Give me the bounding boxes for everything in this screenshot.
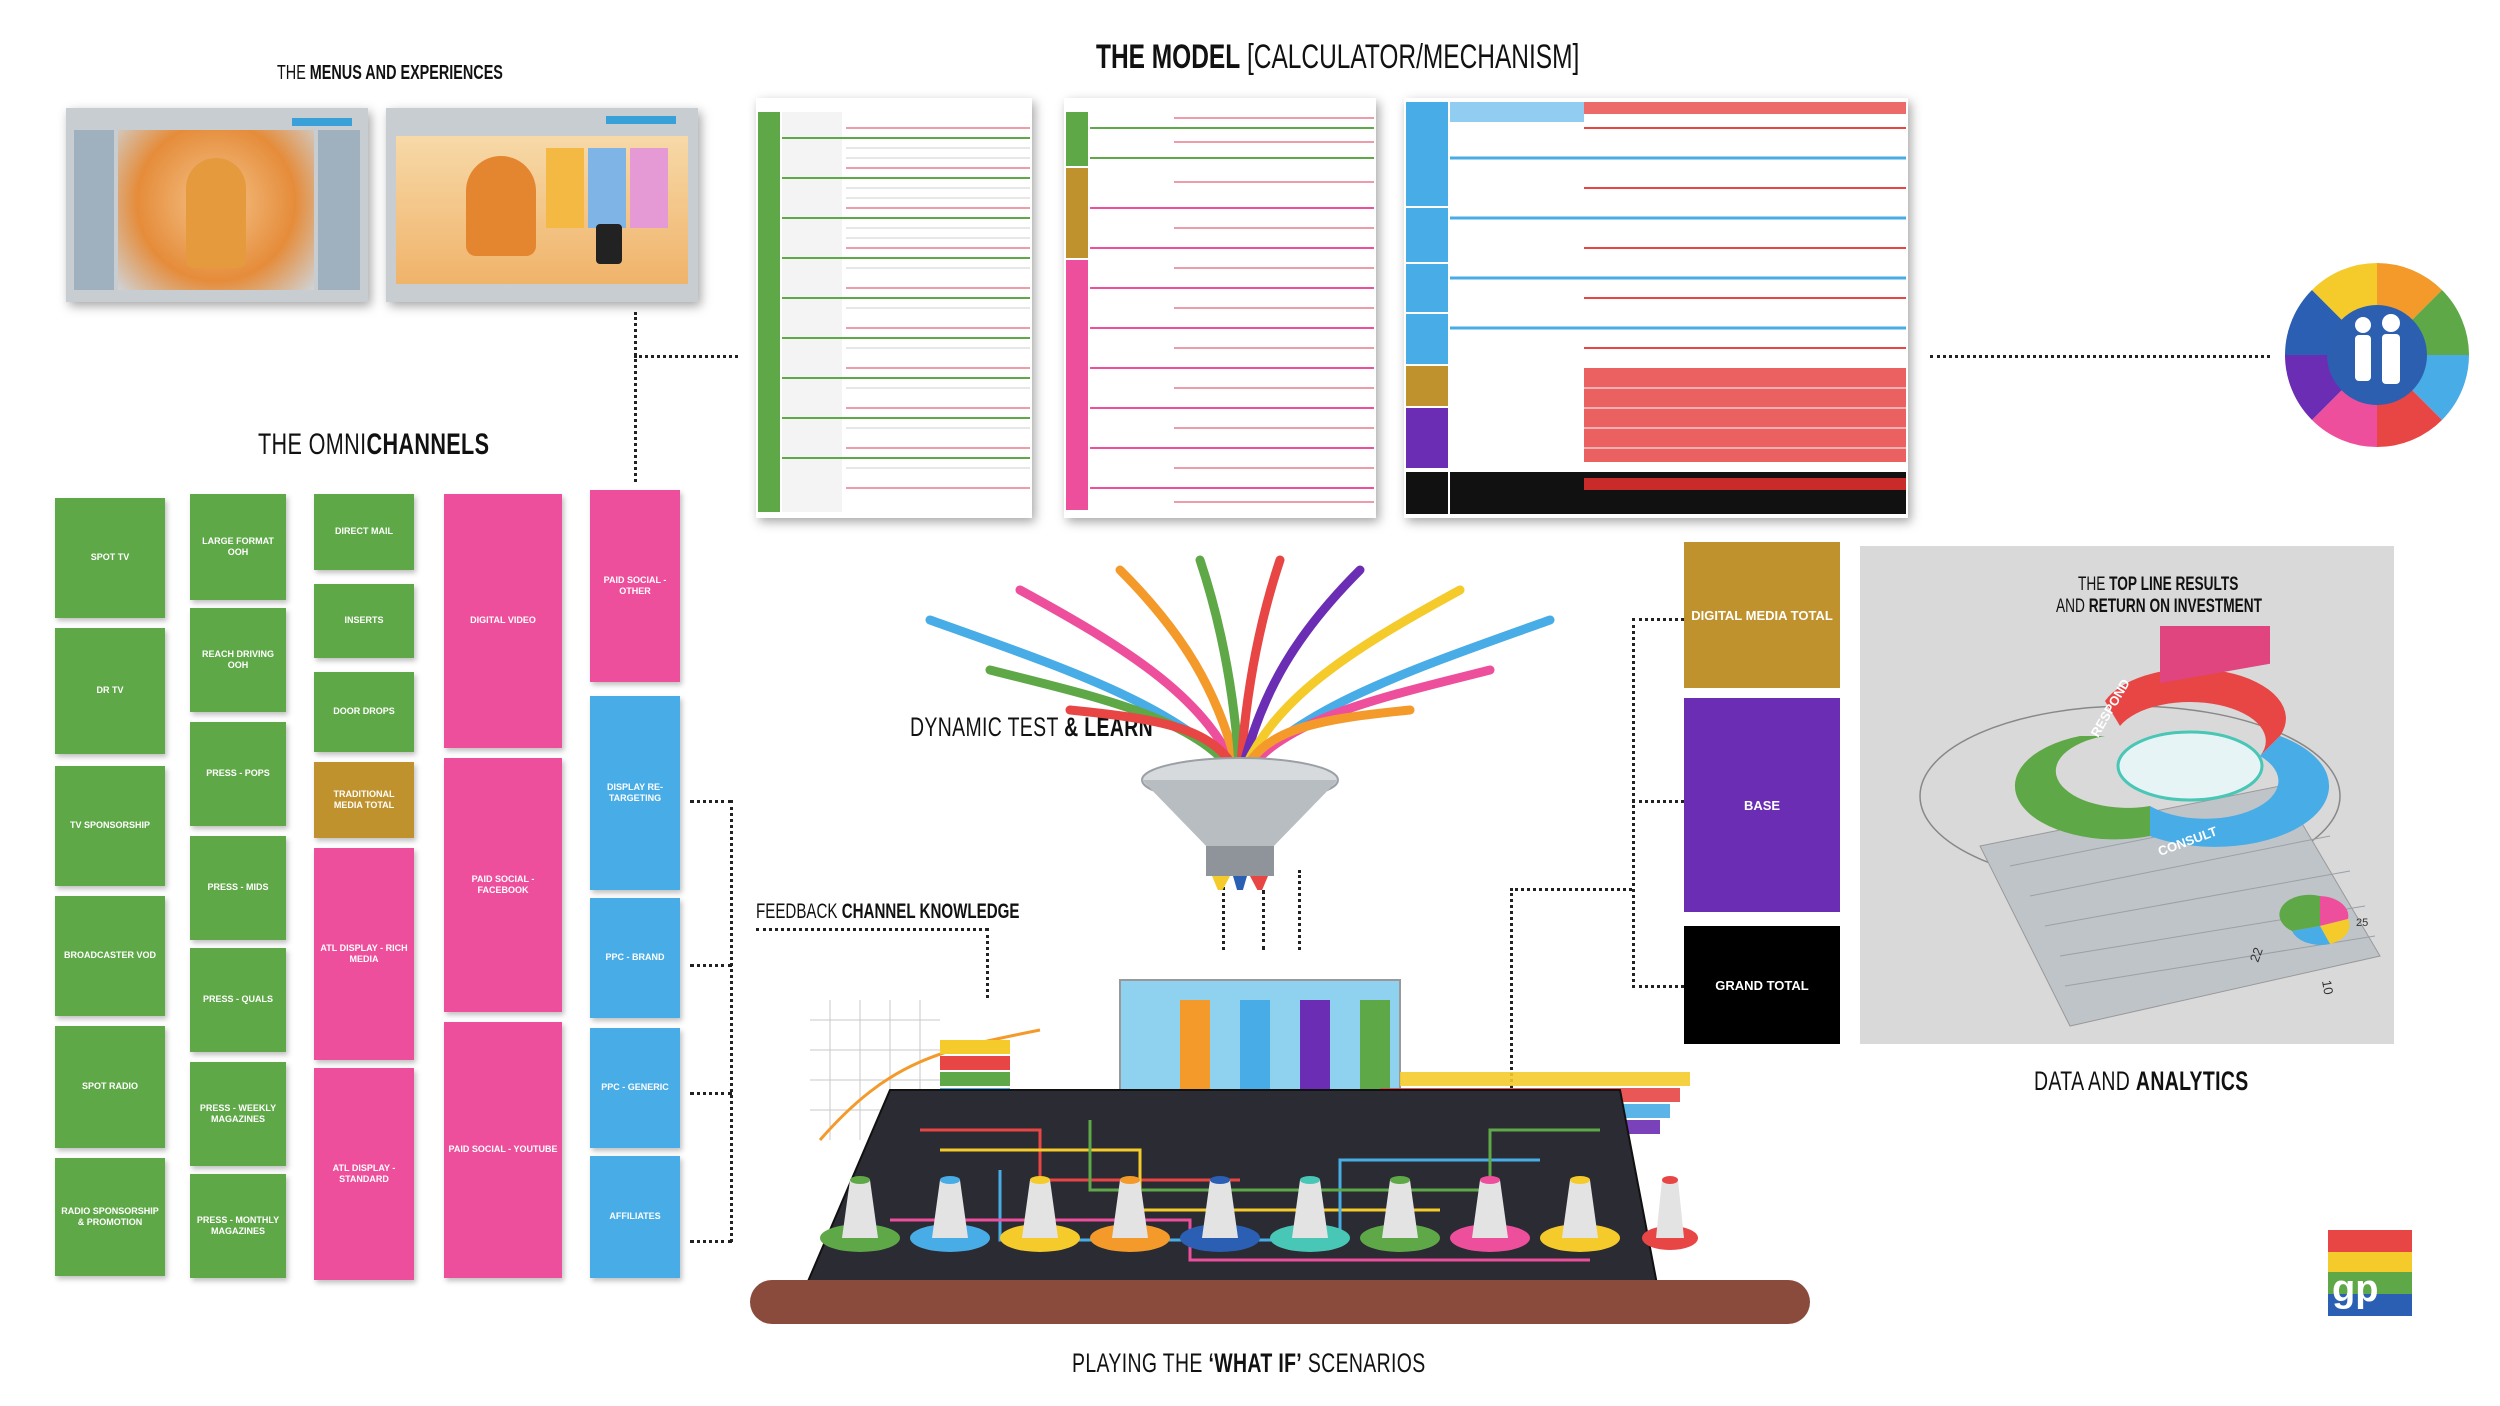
model-sheet-1 <box>756 98 1032 518</box>
result-grand-total[interactable]: GRAND TOTAL <box>1684 926 1840 1044</box>
channel-tile[interactable]: BROADCASTER VOD <box>55 896 165 1016</box>
channel-tile[interactable]: PRESS - MONTHLY MAGAZINES <box>190 1174 286 1278</box>
model-sheet-2 <box>1064 98 1376 518</box>
knob-row <box>800 1166 1700 1276</box>
menus-heading: THE MENUS AND EXPERIENCES <box>277 62 503 84</box>
analytics-graphic: RESPOND CONSULT 22 10 25 <box>1919 626 2381 1027</box>
channel-tile[interactable]: PRESS - QUALS <box>190 948 286 1052</box>
channel-tile[interactable]: PPC - GENERIC <box>590 1028 680 1148</box>
connector-line <box>1930 355 2270 358</box>
data-analytics-heading: DATA AND ANALYTICS <box>2034 1066 2249 1096</box>
people-wheel-graphic <box>2285 263 2469 447</box>
pie-number-22: 22 <box>2247 945 2266 964</box>
channel-tile[interactable]: SPOT TV <box>55 498 165 618</box>
result-digital-media-total[interactable]: DIGITAL MEDIA TOTAL <box>1684 542 1840 688</box>
channel-tile[interactable]: PRESS - POPS <box>190 722 286 826</box>
sheet-3-grid <box>1406 102 1906 514</box>
connector-line <box>1262 890 1265 950</box>
results-heading-line2: AND RETURN ON INVESTMENT <box>2056 596 2262 617</box>
connector-line <box>690 1240 732 1243</box>
channel-tile[interactable]: ATL DISPLAY - STANDARD <box>314 1068 414 1280</box>
people-icon <box>2284 262 2470 448</box>
connector-line <box>634 312 637 482</box>
channel-tile[interactable]: SPOT RADIO <box>55 1026 165 1148</box>
connector-line <box>690 1092 732 1095</box>
channel-tile[interactable]: ATL DISPLAY - RICH MEDIA <box>314 848 414 1060</box>
analytics-panel: THE TOP LINE RESULTS AND RETURN ON INVES… <box>1860 546 2394 1044</box>
channel-tile[interactable]: INSERTS <box>314 584 414 658</box>
feedback-heading: FEEDBACK CHANNEL KNOWLEDGE <box>756 900 1020 923</box>
result-base[interactable]: BASE <box>1684 698 1840 912</box>
pie-number-25: 25 <box>2356 917 2368 929</box>
sheet-1-grid <box>758 112 1030 512</box>
funnel-icon <box>890 550 1590 900</box>
connector-line <box>1632 985 1684 988</box>
model-heading: THE MODEL [CALCULATOR/MECHANISM] <box>1096 38 1580 76</box>
connector-line <box>1632 800 1684 803</box>
channel-tile[interactable]: TV SPONSORSHIP <box>55 766 165 886</box>
sheet-2-grid <box>1066 112 1374 510</box>
channel-tile[interactable]: PRESS - MIDS <box>190 836 286 940</box>
connector-line <box>1510 888 1513 1088</box>
funnel-graphic <box>925 555 1555 900</box>
connector-line <box>756 928 988 931</box>
mixing-desk-graphic <box>750 979 1810 1324</box>
menu-screenshot-1 <box>66 108 368 302</box>
connector-line <box>730 800 733 1242</box>
pie-number-10: 10 <box>2319 979 2336 996</box>
channel-tile[interactable]: PAID SOCIAL - FACEBOOK <box>444 758 562 1012</box>
channel-tile[interactable]: REACH DRIVING OOH <box>190 608 286 712</box>
channel-tile[interactable]: AFFILIATES <box>590 1156 680 1278</box>
channel-tile[interactable]: DIGITAL VIDEO <box>444 494 562 748</box>
connector-line <box>1510 888 1632 891</box>
model-sheet-3 <box>1404 98 1908 518</box>
channel-tile[interactable]: DR TV <box>55 628 165 754</box>
connector-line <box>1298 870 1301 950</box>
connector-line <box>1632 618 1684 621</box>
channel-tile[interactable]: DOOR DROPS <box>314 672 414 752</box>
connector-line <box>1632 618 1635 988</box>
connector-line <box>634 355 738 358</box>
connector-line <box>986 928 989 998</box>
channel-tile[interactable]: PAID SOCIAL - YOUTUBE <box>444 1022 562 1278</box>
connector-line <box>690 800 732 803</box>
channel-tile[interactable]: PAID SOCIAL - OTHER <box>590 490 680 682</box>
logo-text: gp <box>2332 1268 2379 1310</box>
mixing-desk-icon <box>740 960 1820 1340</box>
menu-screenshot-2 <box>386 108 698 302</box>
channel-tile[interactable]: DISPLAY RE-TARGETING <box>590 696 680 890</box>
channel-tile[interactable]: PPC - BRAND <box>590 898 680 1018</box>
connector-line <box>1222 870 1225 950</box>
omnichannels-heading: THE OMNICHANNELS <box>258 428 490 461</box>
channel-tile-total[interactable]: TRADITIONAL MEDIA TOTAL <box>314 762 414 838</box>
gp-logo: gp <box>2328 1230 2412 1316</box>
channel-tile[interactable]: RADIO SPONSORSHIP & PROMOTION <box>55 1158 165 1276</box>
channel-tile[interactable]: LARGE FORMAT OOH <box>190 494 286 600</box>
results-heading-line1: THE TOP LINE RESULTS <box>2078 574 2239 595</box>
channel-tile[interactable]: DIRECT MAIL <box>314 494 414 570</box>
channel-tile[interactable]: PRESS - WEEKLY MAGAZINES <box>190 1062 286 1166</box>
connector-line <box>690 964 732 967</box>
what-if-heading: PLAYING THE ‘WHAT IF’ SCENARIOS <box>1072 1348 1426 1378</box>
knobs-graphic <box>820 1176 1698 1252</box>
